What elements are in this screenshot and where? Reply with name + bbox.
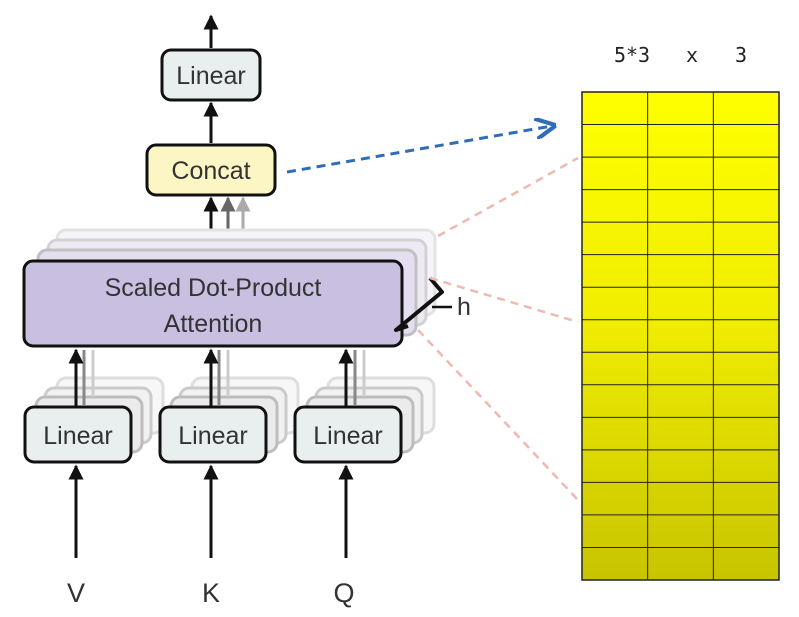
- input-label-q: Q: [333, 578, 354, 608]
- output-linear-label: Linear: [176, 62, 246, 90]
- linear-box-k: [158, 405, 268, 464]
- concat-box: [145, 143, 277, 197]
- linear-group-v: [23, 348, 165, 558]
- linear-label-v: Linear: [43, 422, 113, 450]
- matrix-background: [581, 91, 780, 581]
- attention-label-line2: Attention: [164, 310, 263, 338]
- attention-label-line1: Scaled Dot-Product: [105, 274, 322, 302]
- heads-brace: [394, 276, 444, 332]
- matrix-header-left: 5*3: [614, 43, 650, 67]
- matrix-header-mid: x: [686, 43, 698, 67]
- linear-group-q: [293, 348, 436, 558]
- linear-group-k: [158, 348, 300, 558]
- linear-label-q: Linear: [313, 422, 383, 450]
- linear-label-k: Linear: [178, 422, 248, 450]
- matrix-header-right: 3: [735, 43, 747, 67]
- output-linear-box: [160, 48, 262, 102]
- heads-label: h: [457, 293, 471, 321]
- concat-label: Concat: [171, 157, 250, 185]
- head-connector-2: [429, 276, 579, 324]
- input-label-v: V: [67, 578, 85, 608]
- matrix-grid: [581, 91, 780, 581]
- linear-box-v: [23, 405, 133, 464]
- head-connector-1: [437, 156, 579, 238]
- concat-to-matrix-arrow: [286, 126, 552, 174]
- linear-box-q: [293, 405, 403, 464]
- attention-box: [22, 259, 404, 348]
- input-label-k: K: [202, 578, 220, 608]
- head-connector-3: [417, 329, 579, 501]
